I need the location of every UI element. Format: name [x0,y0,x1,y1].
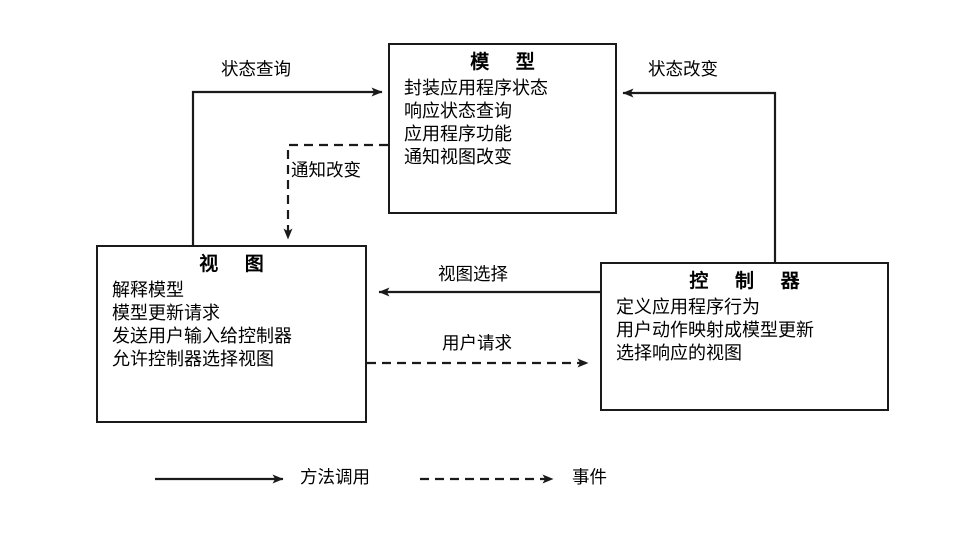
node-view-lines: 解释模型 模型更新请求 发送用户输入给控制器 允许控制器选择视图 [98,277,365,371]
node-view-line-4: 允许控制器选择视图 [112,348,274,370]
edge-state-query [191,87,383,245]
node-model-line-2: 响应状态查询 [404,100,512,122]
node-model-line-1: 封装应用程序状态 [404,77,548,99]
edge-label-state-query: 状态查询 [221,60,291,80]
edge-notify-change [283,143,388,240]
edge-label-view-selection: 视图选择 [438,265,508,285]
node-model-title: 模 型 [470,51,545,73]
node-controller-lines: 定义应用程序行为 用户动作映射成模型更新 选择响应的视图 [602,294,887,365]
edge-label-user-request: 用户请求 [442,334,512,354]
edge-state-change [622,88,777,262]
node-model-line-4: 通知视图改变 [404,146,512,168]
node-controller-title: 控 制 器 [689,270,810,292]
node-model[interactable]: 模 型 封装应用程序状态 响应状态查询 应用程序功能 通知视图改变 [388,43,617,214]
node-view-line-2: 模型更新请求 [112,302,220,324]
node-view-line-1: 解释模型 [112,279,184,301]
edge-label-notify-change: 通知改变 [291,161,361,181]
node-view-title: 视 图 [199,253,274,275]
node-model-lines: 封装应用程序状态 响应状态查询 应用程序功能 通知视图改变 [390,75,615,169]
legend-label-method-call: 方法调用 [300,468,370,488]
node-model-line-3: 应用程序功能 [404,123,512,145]
node-view[interactable]: 视 图 解释模型 模型更新请求 发送用户输入给控制器 允许控制器选择视图 [96,245,367,423]
edge-label-state-change: 状态改变 [648,60,718,80]
node-controller-line-2: 用户动作映射成模型更新 [616,319,814,341]
node-view-line-3: 发送用户输入给控制器 [112,325,292,347]
node-controller[interactable]: 控 制 器 定义应用程序行为 用户动作映射成模型更新 选择响应的视图 [600,262,889,411]
node-controller-line-1: 定义应用程序行为 [616,296,760,318]
legend-label-event: 事件 [572,468,607,488]
node-controller-line-3: 选择响应的视图 [616,342,742,364]
